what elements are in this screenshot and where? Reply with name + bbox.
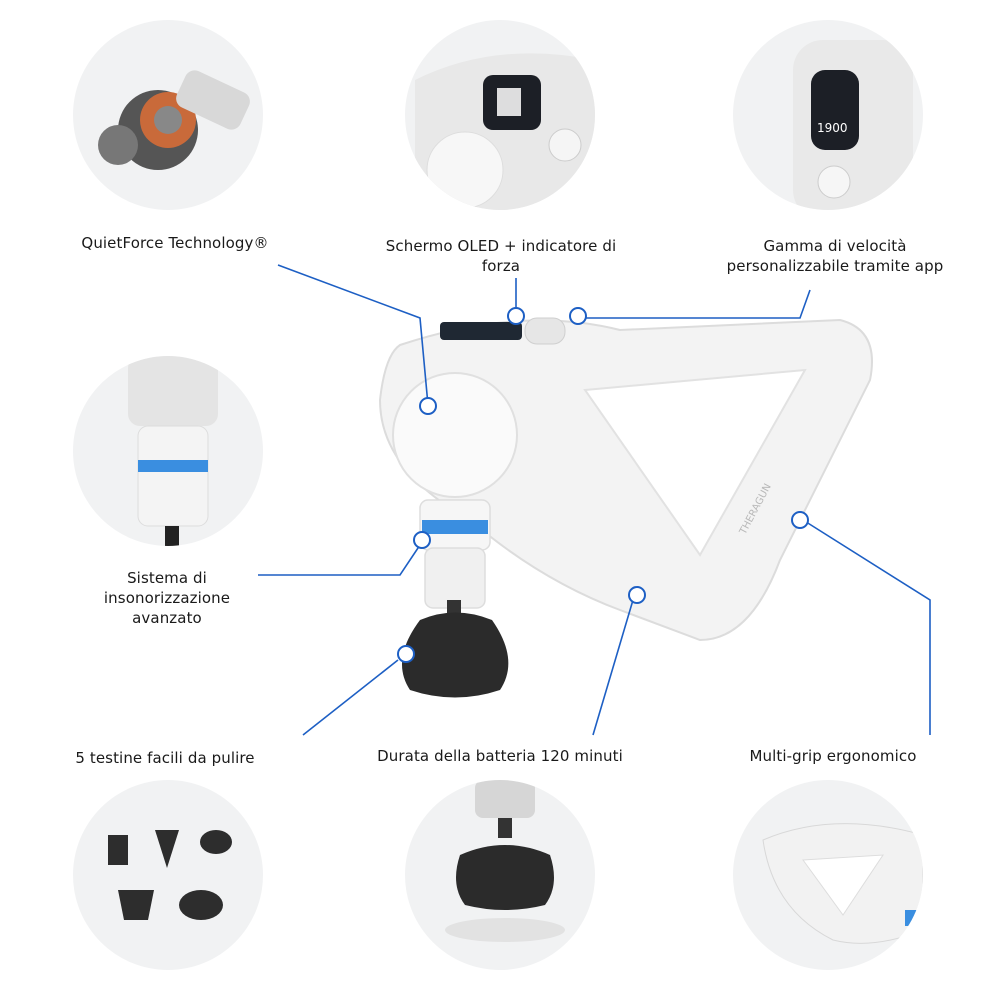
label-speed-line1: Gamma di velocità bbox=[763, 237, 907, 255]
connector-dots bbox=[397, 307, 809, 663]
label-battery: Durata della batteria 120 minuti bbox=[377, 747, 623, 765]
massage-gun: THERAGUN bbox=[378, 317, 873, 698]
connector-lines bbox=[258, 264, 931, 736]
label-speed-line2: personalizzabile tramite app bbox=[726, 257, 944, 275]
label-insulation: Sistema di insonorizzazione avanzato bbox=[103, 569, 231, 627]
label-grip: Multi-grip ergonomico bbox=[749, 747, 917, 765]
detail-circle-speed: 1900 bbox=[733, 20, 923, 210]
blue-band bbox=[422, 520, 488, 534]
detail-circle-insulation bbox=[73, 356, 263, 546]
label-oled: Schermo OLED + indicatore di forza bbox=[385, 237, 617, 275]
detail-circle-heads bbox=[73, 780, 263, 970]
handle-opening bbox=[583, 368, 807, 557]
detail-circle-grip bbox=[733, 780, 923, 970]
label-speed: Gamma di velocità personalizzabile trami… bbox=[700, 236, 970, 276]
label-quietforce: QuietForce Technology® bbox=[81, 234, 269, 252]
attachment-head bbox=[402, 612, 509, 698]
motor-cap bbox=[392, 372, 518, 498]
oled-screen bbox=[440, 322, 522, 340]
detail-circle-oled bbox=[405, 20, 595, 210]
detail-circle-battery bbox=[405, 780, 595, 970]
speed-readout: 1900 bbox=[817, 121, 848, 135]
label-heads: 5 testine facili da pulire bbox=[75, 749, 255, 767]
detail-circle-motor bbox=[73, 20, 263, 210]
